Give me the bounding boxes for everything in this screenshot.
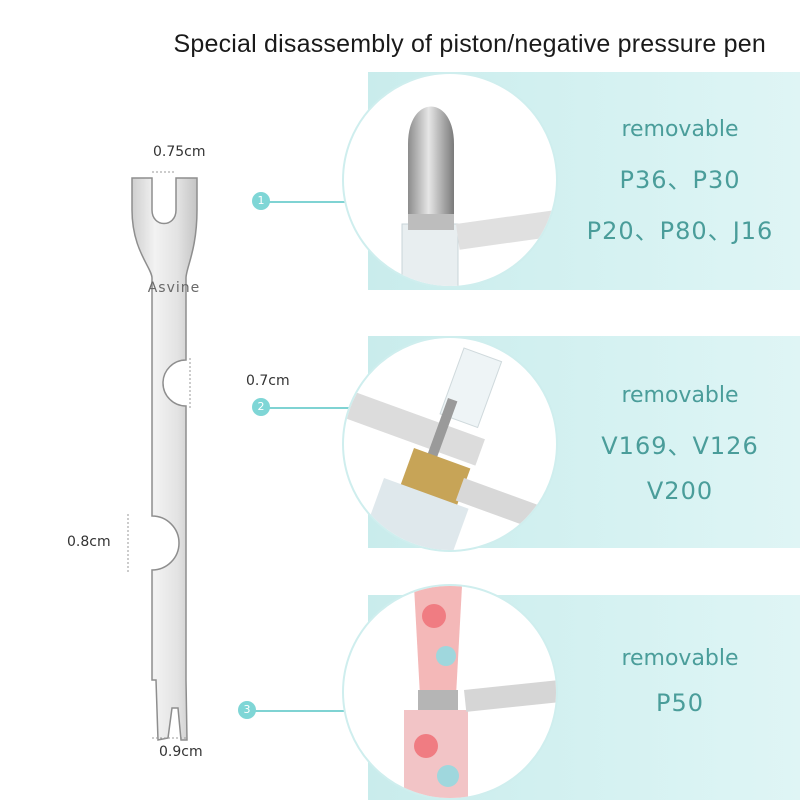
panel-1-text: removable P36、P30 P20、P80、J16	[560, 117, 800, 262]
panel-2-text: removable V169、V126 V200	[560, 383, 800, 521]
connector-line-3	[254, 710, 350, 712]
pen-photo-3	[342, 584, 558, 800]
panel-3-models-line-1: P50	[655, 689, 704, 717]
connector-line-1	[254, 201, 350, 203]
wrench-brand-label: Asvine	[148, 280, 201, 296]
step-badge-2: 2	[252, 398, 270, 416]
dimension-bottom: 0.9cm	[159, 744, 203, 760]
page-title: Special disassembly of piston/negative p…	[173, 30, 766, 58]
panel-2-label: removable	[621, 383, 739, 408]
connector-line-2	[254, 407, 350, 409]
panel-3-text: removable P50	[560, 646, 800, 733]
step-badge-3: 3	[238, 701, 256, 719]
wrench-tool-image: Asvine	[127, 171, 201, 741]
panel-3-label: removable	[621, 646, 739, 671]
panel-1-models-line-1: P36、P30	[619, 166, 741, 194]
panel-1-label: removable	[621, 117, 739, 142]
pen-photo-1	[342, 72, 558, 288]
panel-2-models-line-1: V169、V126	[601, 432, 759, 460]
dimension-middle: 0.7cm	[246, 373, 290, 389]
step-badge-1: 1	[252, 192, 270, 210]
pen-photo-2	[342, 336, 558, 552]
panel-2-models-line-2: V200	[646, 477, 714, 505]
dimension-left: 0.8cm	[67, 534, 111, 550]
dimension-top: 0.75cm	[153, 144, 206, 160]
panel-1-models-line-2: P20、P80、J16	[586, 217, 774, 245]
